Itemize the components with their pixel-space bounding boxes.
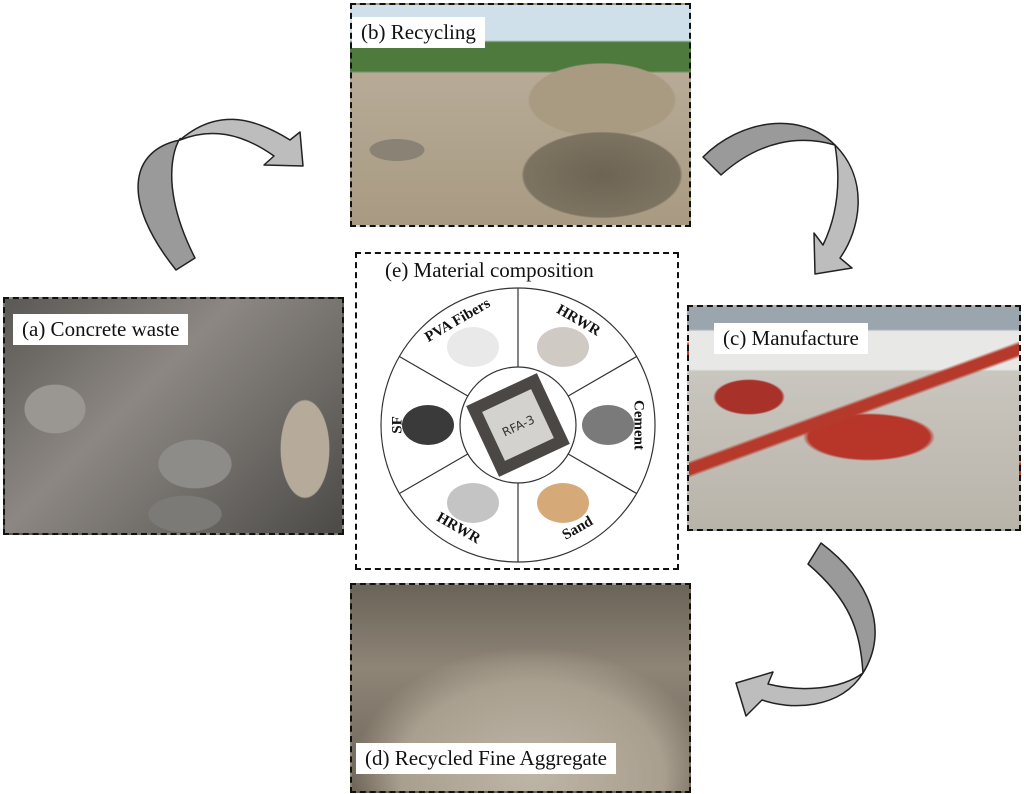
panel-label-manufacture: (c) Manufacture [714,323,868,354]
arrow-c-to-d [735,542,876,717]
arrow-a-to-b [137,118,304,271]
material-swatch [402,405,454,445]
arrow-b-to-c [702,122,859,275]
panel-label-concrete-waste: (a) Concrete waste [13,314,189,345]
panel-label-recycled-fine-aggregate: (d) Recycled Fine Aggregate [356,743,616,774]
material-swatch [537,482,589,523]
panel-label-material-composition: (e) Material composition [385,258,594,283]
panel-concrete-waste: (a) Concrete waste [3,297,344,535]
panel-recycling: (b) Recycling [350,3,691,227]
panel-manufacture: (c) Manufacture [687,305,1021,531]
sector-label: SF [389,416,405,434]
material-swatch [447,327,499,368]
sector-divider [567,355,637,397]
sector-divider [399,453,469,495]
material-swatch [582,405,634,445]
panel-label-recycling: (b) Recycling [352,17,485,48]
sector-label: Cement [631,400,647,450]
sector-divider [399,355,469,397]
material-swatch [447,482,499,523]
sector-divider [567,453,637,495]
rfa-specimen: RFA-3 [466,373,570,477]
panel-material-composition: (e) Material composition RFA-3 PVA Fiber… [355,252,679,570]
material-swatch [537,327,589,368]
panel-recycled-fine-aggregate: (d) Recycled Fine Aggregate [350,583,691,793]
